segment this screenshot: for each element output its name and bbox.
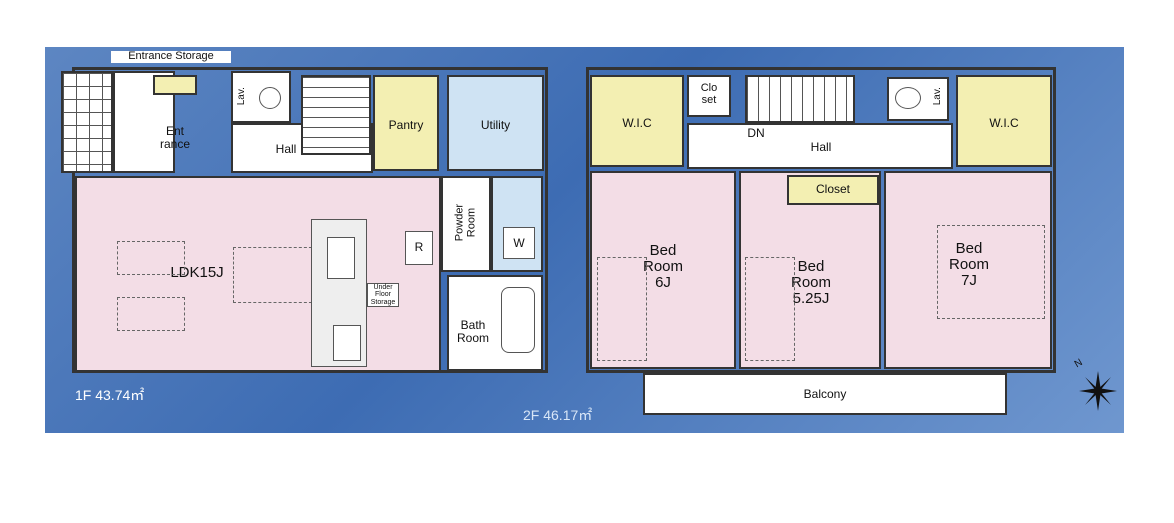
compass-star-icon: [1079, 371, 1117, 411]
bed-6-room: [590, 171, 736, 369]
entrance-storage-room: [153, 75, 197, 95]
bed-525-label: Bed Room 5.25J: [790, 258, 831, 307]
closet-room: [787, 175, 879, 205]
entrance-storage-label: Entrance Storage: [111, 50, 231, 63]
dining-table-icon: [233, 247, 317, 303]
closet-small-label: Clo set: [700, 82, 718, 106]
bath-room-label: Bath Room: [456, 318, 489, 345]
powder-room: [441, 176, 491, 272]
refrigerator-label: R: [414, 240, 424, 254]
bed-7-label: Bed Room 7J: [948, 240, 989, 289]
bed-525-icon: [745, 257, 795, 361]
bed-6-label: Bed Room 6J: [642, 242, 683, 291]
washer-label: W: [513, 236, 525, 250]
bed-7-room: [884, 171, 1052, 369]
powder-room-label: Powder Room: [453, 203, 477, 242]
floor2-outline: [586, 67, 1056, 373]
closet-small-room: [687, 75, 731, 117]
balcony-label: Balcony: [803, 387, 847, 401]
wic-left-label: W.I.C: [622, 116, 652, 130]
sofa-icon: [117, 241, 185, 275]
compass: N: [1073, 357, 1121, 419]
balcony-room: [643, 373, 1007, 415]
pantry-label: Pantry: [388, 118, 424, 132]
ldk-label: LDK15J: [170, 264, 224, 281]
lav-2f-label: Lav.: [931, 87, 943, 106]
toilet-1f-icon: [259, 87, 281, 109]
stairs-1f: [301, 75, 371, 155]
sink-icon: [327, 237, 355, 279]
bathtub-icon: [501, 287, 535, 353]
hall-2f-room: [687, 123, 953, 169]
pantry-room: [373, 75, 439, 171]
under-floor-storage-label: Under Floor Storage: [367, 283, 399, 308]
floor1-area-label: 1F 43.74㎡: [75, 387, 145, 403]
bed-6-icon: [597, 257, 647, 361]
floor-plan: Entrance Storage Ent rance Lav. Hall UP …: [45, 47, 1124, 433]
entrance-label: Ent rance: [159, 124, 191, 151]
hall-2f-label: Hall: [810, 140, 832, 154]
washer-box: [503, 227, 535, 259]
sofa-icon-2: [117, 297, 185, 331]
entrance-tiles: [61, 71, 113, 173]
utility-label: Utility: [480, 118, 511, 132]
toilet-2f-icon: [895, 87, 921, 109]
closet-label: Closet: [815, 182, 850, 196]
wic-right-label: W.I.C: [989, 116, 1019, 130]
refrigerator-box: [405, 231, 433, 265]
lav-1f-label: Lav.: [235, 87, 247, 106]
bed-7-icon: [937, 225, 1045, 319]
wic-right-room: [956, 75, 1052, 167]
stairs-2f: [745, 75, 855, 123]
utility-room: [447, 75, 544, 171]
wic-left-room: [590, 75, 684, 167]
hall-1f-label: Hall: [275, 142, 297, 156]
floor2-area-label: 2F 46.17㎡: [523, 407, 593, 423]
stove-icon: [333, 325, 361, 361]
down-label: DN: [747, 126, 765, 140]
